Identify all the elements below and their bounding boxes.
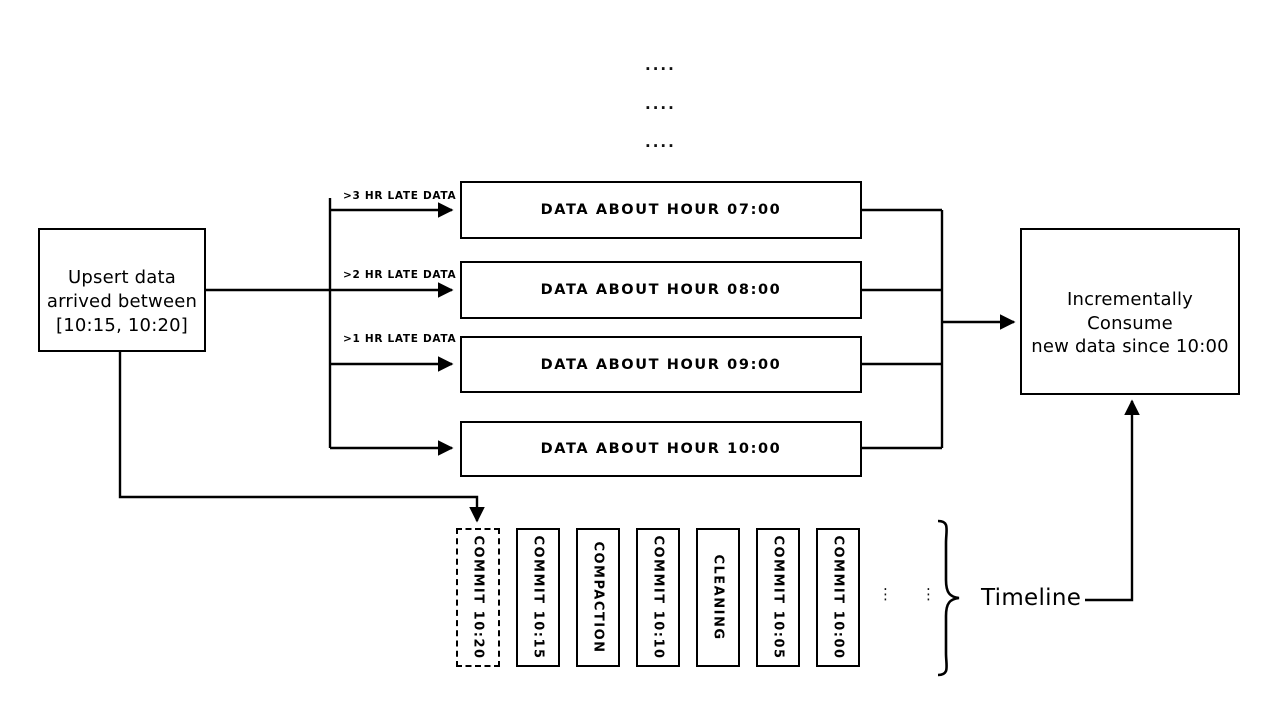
hour-partition-box-09[interactable]: DATA ABOUT HOUR 09:00 xyxy=(460,336,862,393)
timeline-commit-label-5: CLEANING xyxy=(710,554,726,641)
edge-label-2hr-late: >2 HR LATE DATA xyxy=(343,269,457,281)
timeline-commit-label-7: COMMIT 10:00 xyxy=(830,535,846,660)
hour-partition-label-07: DATA ABOUT HOUR 07:00 xyxy=(540,202,782,218)
timeline-commit-box-7[interactable]: COMMIT 10:00 xyxy=(816,528,860,667)
hour-partition-box-10[interactable]: DATA ABOUT HOUR 10:00 xyxy=(460,421,862,477)
hour-partition-label-09: DATA ABOUT HOUR 09:00 xyxy=(540,356,782,373)
hour-partition-label-08: DATA ABOUT HOUR 08:00 xyxy=(540,282,782,298)
timeline-commit-box-4[interactable]: COMMIT 10:10 xyxy=(636,528,680,667)
timeline-commit-box-6[interactable]: COMMIT 10:05 xyxy=(756,528,800,667)
timeline-commit-label-2: COMMIT 10:15 xyxy=(530,535,546,660)
timeline-commit-box-2[interactable]: COMMIT 10:15 xyxy=(516,528,560,667)
timeline-commit-label-4: COMMIT 10:10 xyxy=(650,535,666,660)
incremental-consume-box[interactable]: Incrementally Consume new data since 10:… xyxy=(1020,228,1240,395)
timeline-brace xyxy=(937,519,960,677)
incremental-consume-text: Incrementally Consume new data since 10:… xyxy=(1031,288,1229,358)
timeline-label: Timeline xyxy=(981,585,1082,611)
timeline-dots-1: ⋮ xyxy=(878,585,893,603)
edge-label-3hr-late: >3 HR LATE DATA xyxy=(343,190,457,202)
top-ellipsis-row-1: .... xyxy=(645,56,676,74)
edge-timeline-to-consumer xyxy=(1085,399,1140,602)
edge-source-to-commit xyxy=(118,352,485,523)
top-ellipsis-row-2: .... xyxy=(645,95,676,113)
hour-partition-box-07[interactable]: DATA ABOUT HOUR 07:00 xyxy=(460,181,862,239)
timeline-commit-box-5[interactable]: CLEANING xyxy=(696,528,740,667)
timeline-dots-2: ⋮ xyxy=(921,585,936,603)
timeline-commit-label-6: COMMIT 10:05 xyxy=(770,535,786,660)
timeline-commit-box-1[interactable]: COMMIT 10:20 xyxy=(456,528,500,667)
timeline-commit-label-3: COMPACTION xyxy=(590,541,606,654)
hour-partition-label-10: DATA ABOUT HOUR 10:00 xyxy=(540,441,782,457)
upsert-source-box[interactable]: Upsert data arrived between [10:15, 10:2… xyxy=(38,228,206,352)
top-ellipsis-row-3: .... xyxy=(645,133,676,151)
upsert-source-text: Upsert data arrived between [10:15, 10:2… xyxy=(46,267,198,336)
timeline-commit-label-1: COMMIT 10:20 xyxy=(470,535,486,660)
timeline-commit-box-3[interactable]: COMPACTION xyxy=(576,528,620,667)
hour-partition-box-08[interactable]: DATA ABOUT HOUR 08:00 xyxy=(460,261,862,319)
edge-label-1hr-late: >1 HR LATE DATA xyxy=(343,333,457,345)
